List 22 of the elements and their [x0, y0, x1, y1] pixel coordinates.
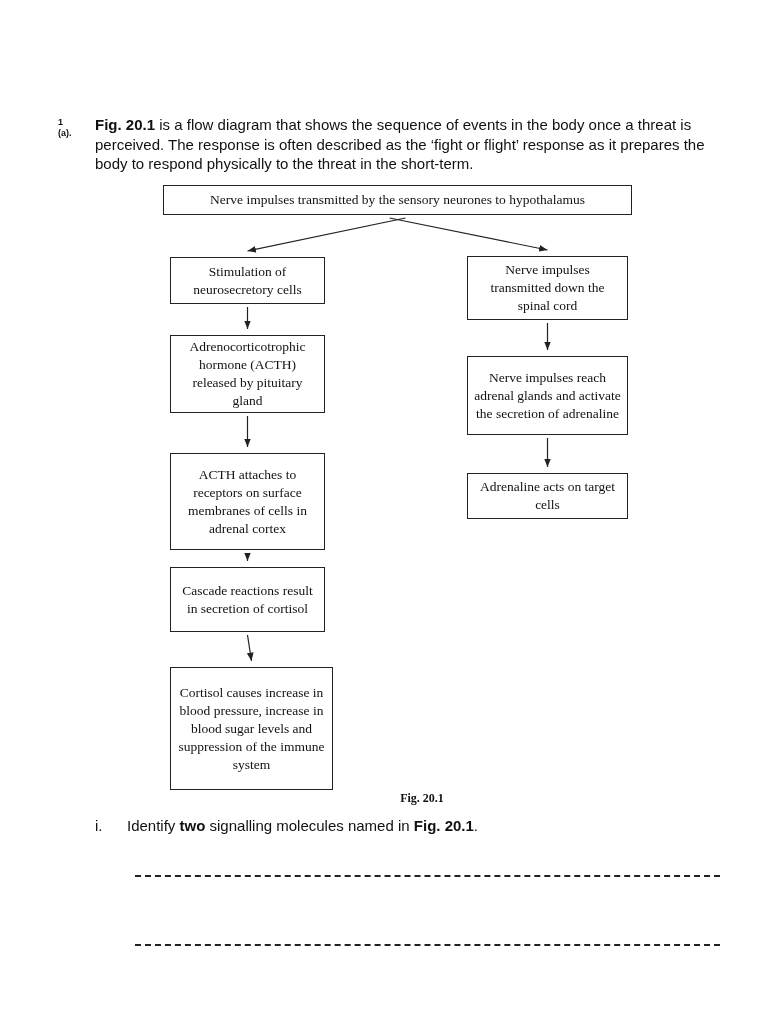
process-box: Stimulation of neurosecretory cells [170, 257, 325, 304]
process-box: Nerve impulses transmitted by the sensory neurones to hypothalamus [163, 185, 632, 215]
item-number: i. [95, 817, 104, 834]
question-text: Identify two signalling molecules named in Fig. 20.1. [127, 817, 479, 834]
question-number: 1(a). [58, 117, 70, 139]
process-box: ACTH attaches to receptors on surface membranes of cells in adrenal cortex [170, 453, 325, 550]
arrow [244, 306, 251, 330]
arrow [544, 322, 551, 351]
arrow [246, 217, 407, 253]
arrow [244, 552, 251, 562]
process-box: Cortisol causes increase in blood pressure, increase in blood sugar levels and suppression of the immune system [170, 667, 333, 790]
process-box: Cascade reactions result in secretion of cortisol [170, 567, 325, 632]
process-box: Adrenocorticotrophic hormone (ACTH) released by pituitary gland [170, 335, 325, 413]
process-box: Nerve impulses transmitted down the spinal cord [467, 256, 628, 320]
process-box: Nerve impulses reach adrenal glands and activate the secretion of adrenaline [467, 356, 628, 435]
figure-caption: Fig. 20.1 [399, 791, 445, 806]
arrow [544, 437, 551, 468]
arrow [388, 217, 549, 252]
process-box: Adrenaline acts on target cells [467, 473, 628, 519]
arrow [246, 634, 254, 662]
question-text: Fig. 20.1 is a flow diagram that shows the sequence of events in the body once a threat is perceived. The response is often described as the ‘fight or flight’ response as it prepares the body to respond physically to the threat in the short-term. [95, 115, 706, 174]
arrow [244, 415, 251, 448]
